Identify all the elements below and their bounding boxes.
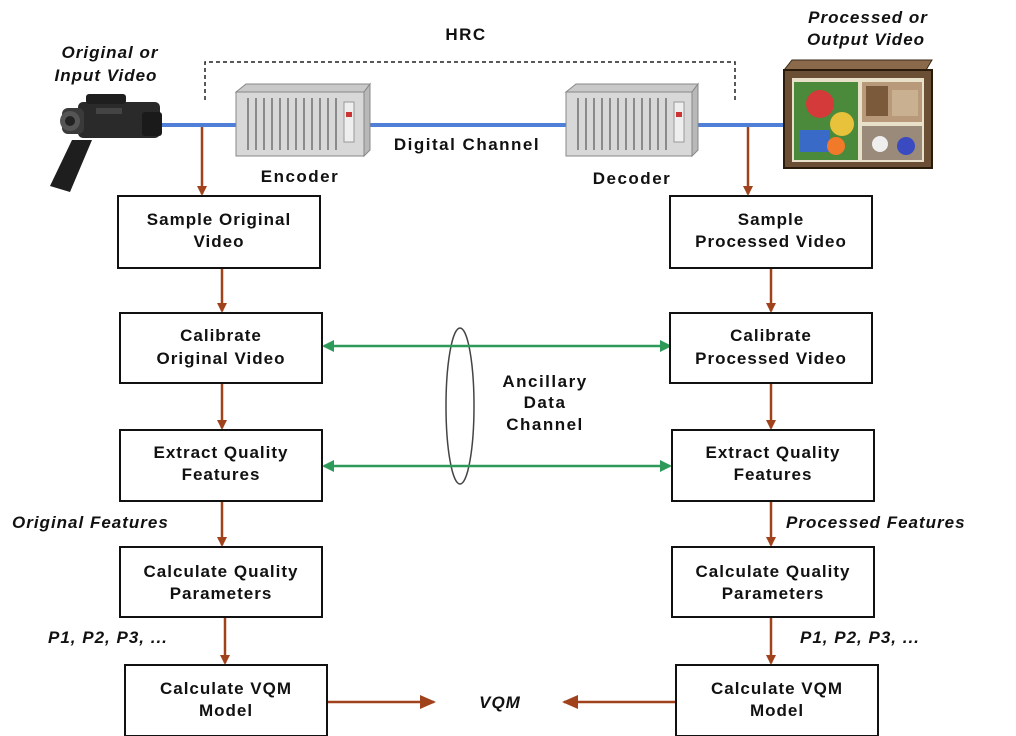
ancillary-label-line3: Channel [506,415,584,434]
ancillary-channel-ellipse [445,327,475,485]
box-text-line2: Parameters [170,584,273,603]
calculate-params-right-box: Calculate Quality Parameters [671,546,875,618]
decoder-rack-icon [564,82,699,158]
calculate-vqm-right-box: Calculate VQM Model [675,664,879,736]
calibrate-processed-box: Calibrate Processed Video [669,312,873,384]
encoder-label: Encoder [261,167,340,186]
original-features-label: Original Features [12,513,169,532]
box-text-line2: Video [194,232,245,251]
encoder-rack-icon [234,82,371,158]
vqm-label: VQM [479,693,521,712]
box-text-line1: Sample [738,210,804,229]
digital-channel-label: Digital Channel [394,135,540,154]
box-text-line2: Processed Video [695,232,847,251]
sample-original-box: Sample Original Video [117,195,321,269]
monitor-icon [782,59,933,169]
box-text-line2: Original Video [157,349,286,368]
box-text-line2: Parameters [722,584,825,603]
calculate-vqm-left-box: Calculate VQM Model [124,664,328,736]
box-text-line1: Calibrate [180,326,262,345]
processed-features-label: Processed Features [786,513,966,532]
box-text-line2: Processed Video [695,349,847,368]
box-text-line2: Features [734,465,813,484]
extract-features-left-box: Extract Quality Features [119,429,323,502]
params-right-label: P1, P2, P3, ... [800,628,920,647]
calibrate-original-box: Calibrate Original Video [119,312,323,384]
calculate-params-left-box: Calculate Quality Parameters [119,546,323,618]
ancillary-label-line1: Ancillary [502,372,587,391]
box-text-line1: Sample Original [147,210,291,229]
output-video-label-line1: Processed or [808,8,928,27]
ancillary-label-line2: Data [524,393,567,412]
box-text-line1: Calculate VQM [160,679,292,698]
hrc-label: HRC [445,25,486,44]
box-text-line1: Calculate Quality [696,562,851,581]
box-text-line2: Model [750,701,804,720]
input-video-label-line2: Input Video [55,66,158,85]
box-text-line2: Model [199,701,253,720]
output-video-label-line2: Output Video [807,30,925,49]
box-text-line1: Calculate Quality [144,562,299,581]
box-text-line2: Features [182,465,261,484]
box-text-line1: Calibrate [730,326,812,345]
sample-processed-box: Sample Processed Video [669,195,873,269]
box-text-line1: Extract Quality [706,443,841,462]
decoder-label: Decoder [593,169,672,188]
extract-features-right-box: Extract Quality Features [671,429,875,502]
input-video-label-line1: Original or [62,43,159,62]
box-text-line1: Calculate VQM [711,679,843,698]
box-text-line1: Extract Quality [154,443,289,462]
video-camera-icon [50,94,162,192]
params-left-label: P1, P2, P3, ... [48,628,168,647]
hrc-bracket [204,61,736,100]
